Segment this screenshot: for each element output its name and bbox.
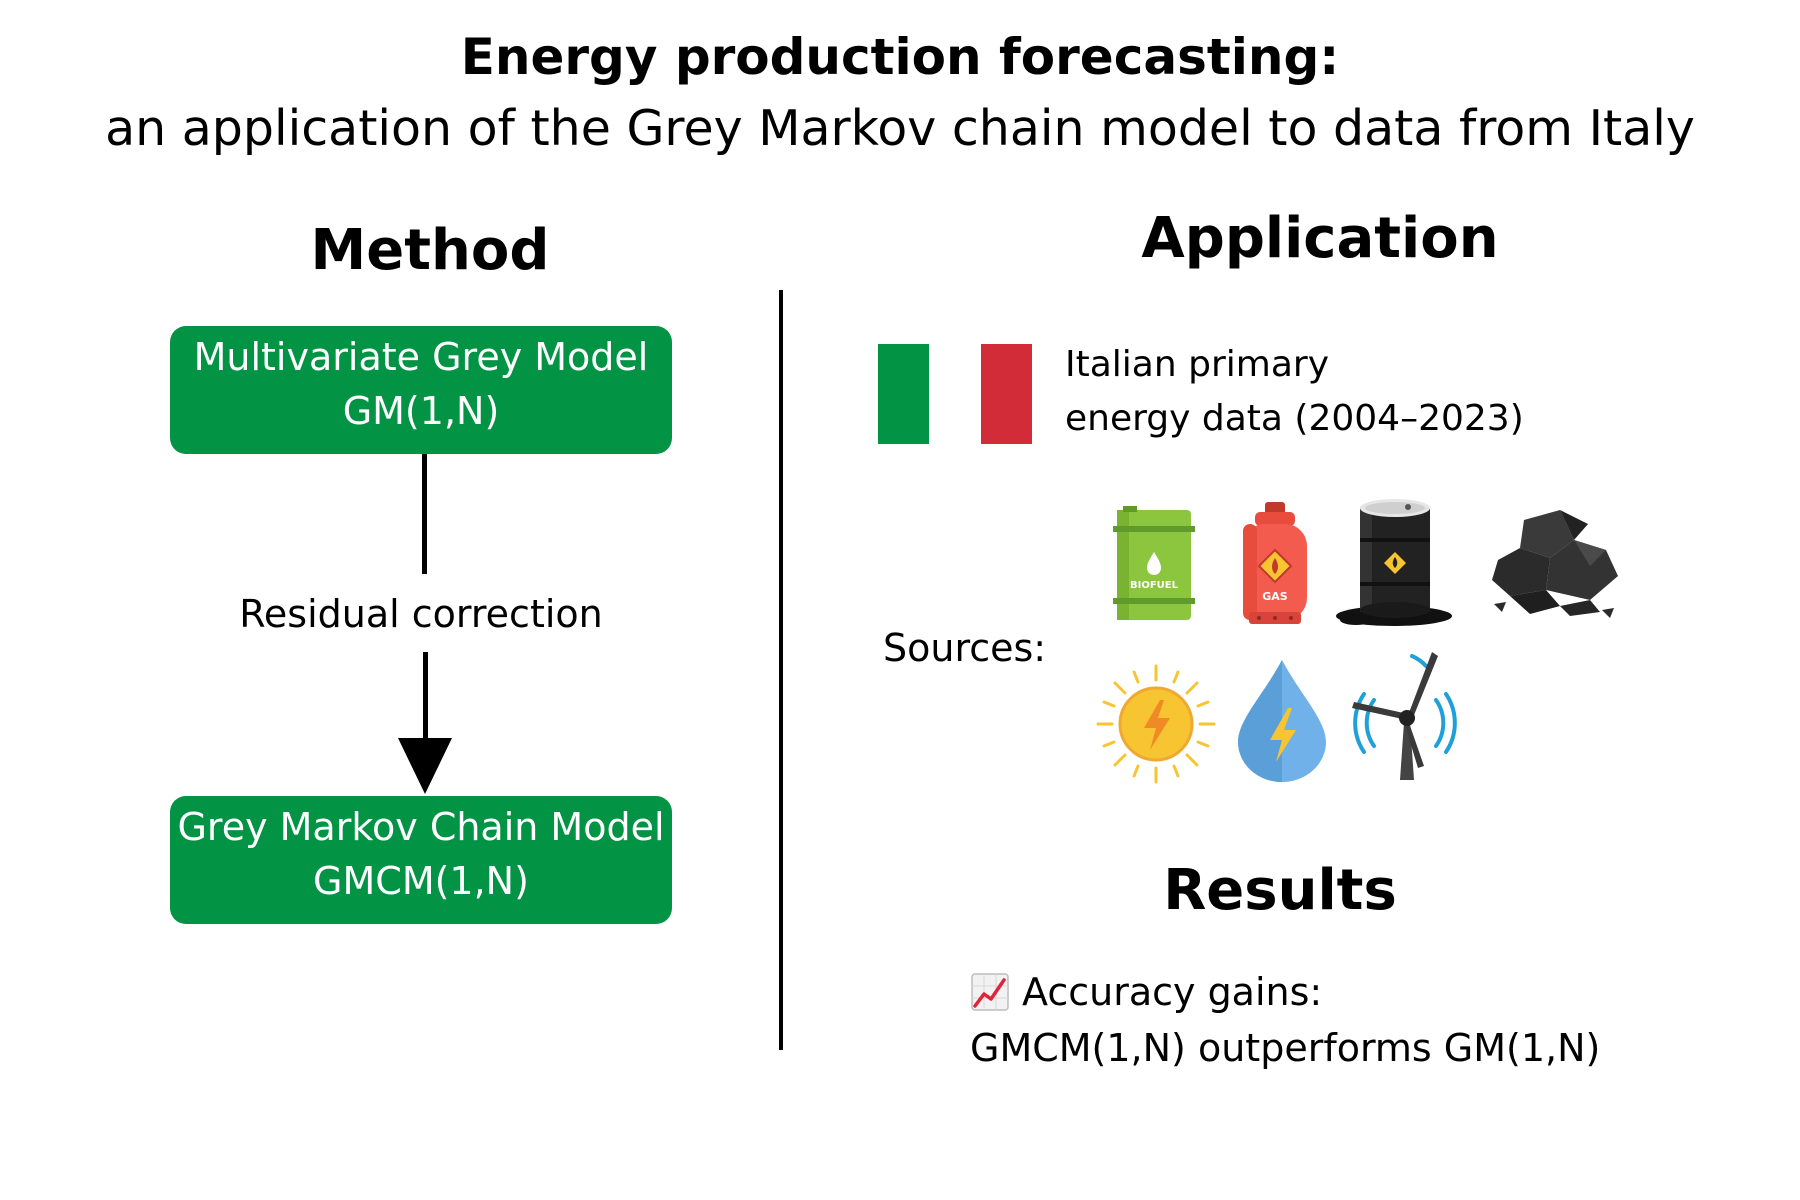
biofuel-barrel-icon: BIOFUEL — [1113, 506, 1195, 620]
gas-label: GAS — [1262, 590, 1288, 603]
results-line1: Accuracy gains: — [1022, 970, 1323, 1014]
gas-cylinder-icon: GAS — [1243, 502, 1307, 624]
residual-correction-label: Residual correction — [239, 592, 603, 636]
italy-flag-icon — [878, 344, 1032, 444]
biofuel-label: BIOFUEL — [1130, 580, 1179, 591]
results-line2: GMCM(1,N) outperforms GM(1,N) — [970, 1026, 1601, 1070]
gm-model-code: GM(1,N) — [342, 389, 500, 433]
results-heading: Results — [1163, 858, 1397, 923]
wind-turbine-icon — [1352, 652, 1457, 780]
gmcm-model-code: GMCM(1,N) — [313, 859, 529, 903]
oil-barrel-icon — [1336, 499, 1452, 626]
vertical-divider — [779, 290, 783, 1050]
italy-data-description: Italian primary energy data (2004–2023) — [1065, 338, 1524, 446]
method-heading: Method — [310, 218, 550, 283]
page-subtitle: an application of the Grey Markov chain … — [105, 100, 1695, 157]
connector-line — [422, 454, 427, 574]
page-title: Energy production forecasting: — [460, 28, 1340, 86]
hydro-icon — [1238, 660, 1326, 782]
chart-increasing-icon — [971, 973, 1009, 1011]
sources-label: Sources: — [883, 626, 1047, 670]
solar-icon — [1096, 664, 1216, 784]
coal-icon — [1492, 510, 1618, 618]
gm-model-name: Multivariate Grey Model — [193, 335, 649, 379]
gmcm-model-name: Grey Markov Chain Model — [177, 805, 665, 849]
results-line1-row: Accuracy gains: — [970, 964, 1600, 1020]
italy-data-line1: Italian primary — [1065, 344, 1330, 385]
results-summary: Accuracy gains: GMCM(1,N) outperforms GM… — [970, 964, 1600, 1076]
application-heading: Application — [1141, 206, 1499, 271]
gmcm-model-box: Grey Markov Chain Model GMCM(1,N) — [170, 796, 672, 924]
gm-model-box: Multivariate Grey Model GM(1,N) — [170, 326, 672, 454]
italy-data-line2: energy data (2004–2023) — [1065, 398, 1524, 439]
down-arrow-icon — [398, 652, 452, 794]
